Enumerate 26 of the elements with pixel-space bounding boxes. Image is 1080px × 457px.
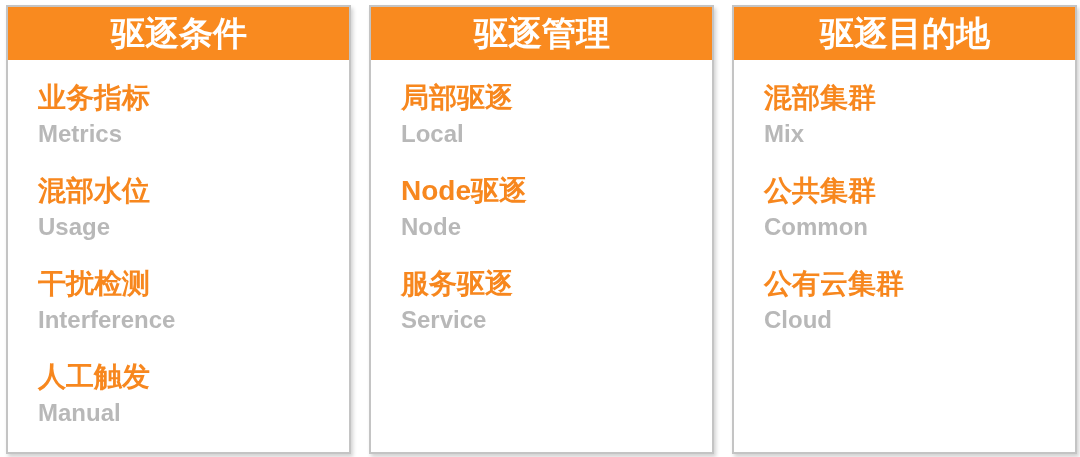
- english-term: Usage: [38, 212, 111, 242]
- english-term: Metrics: [38, 119, 123, 149]
- english-term: Node: [401, 212, 461, 242]
- english-term: Local: [401, 119, 464, 149]
- panel-card: [6, 5, 351, 454]
- chinese-term: 混部水位: [38, 174, 150, 208]
- english-term: Manual: [38, 398, 121, 428]
- chinese-term: 人工触发: [38, 360, 150, 394]
- chinese-term: 服务驱逐: [401, 267, 513, 301]
- english-term: Mix: [764, 119, 804, 149]
- panel-card: [369, 5, 714, 454]
- panel-header: 驱逐目的地: [734, 7, 1075, 60]
- chinese-term: 公有云集群: [764, 267, 904, 301]
- english-term: Interference: [38, 305, 176, 335]
- panel-header: 驱逐条件: [8, 7, 349, 60]
- english-term: Cloud: [764, 305, 832, 335]
- chinese-term: 混部集群: [764, 81, 876, 115]
- panel-card: [732, 5, 1077, 454]
- panel-header: 驱逐管理: [371, 7, 712, 60]
- chinese-term: 业务指标: [38, 81, 150, 115]
- english-term: Common: [764, 212, 868, 242]
- chinese-term: 局部驱逐: [401, 81, 513, 115]
- english-term: Service: [401, 305, 487, 335]
- chinese-term: Node驱逐: [401, 174, 527, 208]
- chinese-term: 公共集群: [764, 174, 876, 208]
- chinese-term: 干扰检测: [38, 267, 150, 301]
